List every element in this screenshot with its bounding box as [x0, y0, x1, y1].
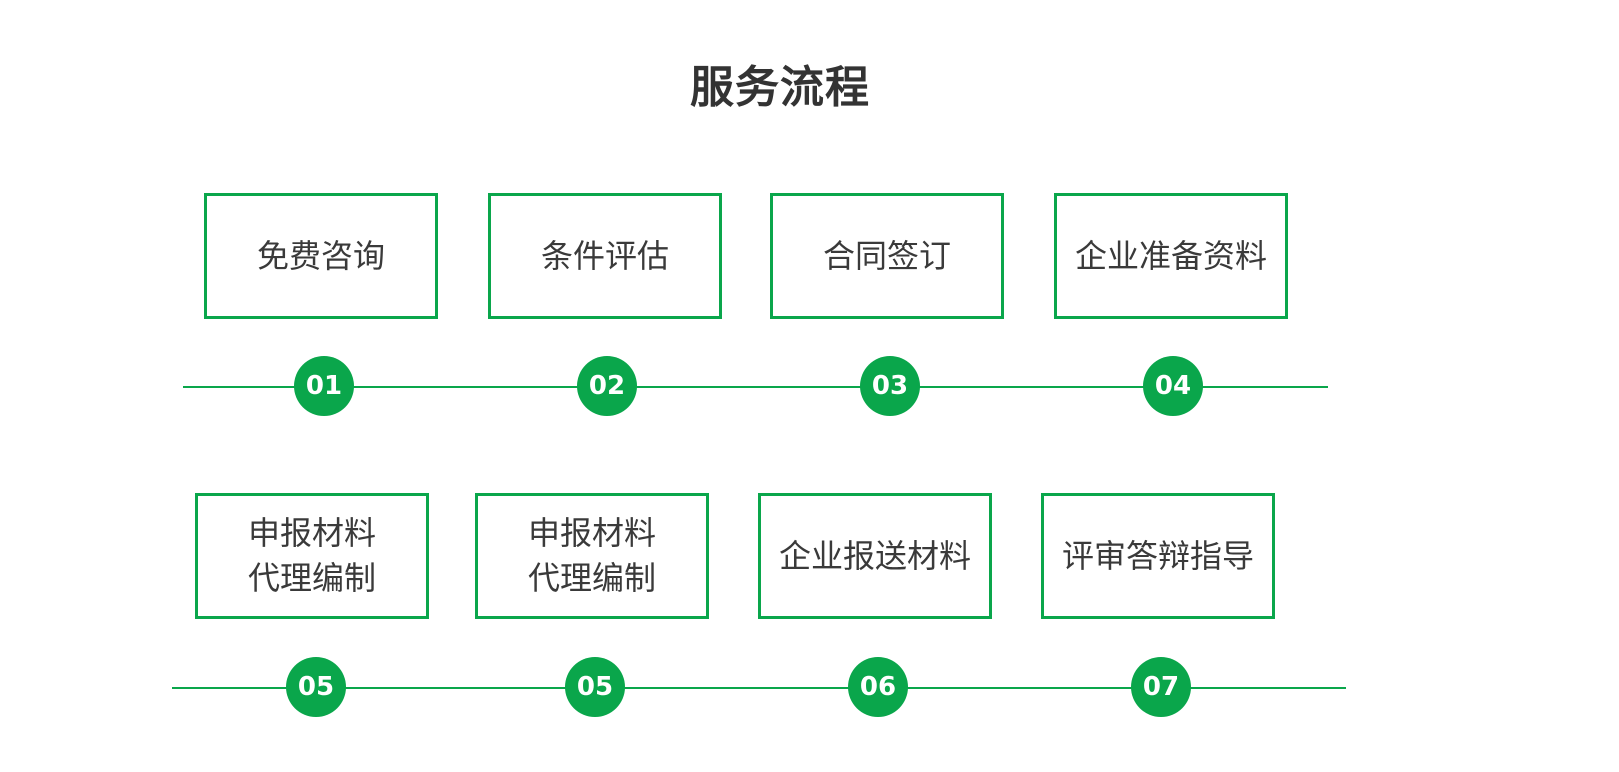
step-box-defense-guidance: 评审答辩指导 [1041, 493, 1275, 619]
section-title: 服务流程 [690, 62, 870, 113]
step-number-badge: 06 [848, 657, 908, 717]
step-number-badge: 05 [286, 657, 346, 717]
step-label: 企业报送材料 [778, 536, 971, 575]
step-box-submit-materials: 企业报送材料 [758, 493, 992, 619]
step-label: 条件评估 [540, 236, 669, 275]
step-number-badge: 07 [1131, 657, 1191, 717]
step-box-application-drafting: 申报材料 代理编制 [195, 493, 429, 619]
step-number-badge: 03 [860, 356, 920, 416]
step-box-free-consultation: 免费咨询 [204, 193, 438, 319]
step-box-application-drafting: 申报材料 代理编制 [475, 493, 709, 619]
step-label-line-2: 代理编制 [527, 559, 656, 597]
step-label: 合同签订 [822, 236, 951, 275]
step-label: 免费咨询 [256, 236, 385, 275]
step-label-line-2: 代理编制 [247, 559, 376, 597]
step-label-line-1: 申报材料 [527, 514, 656, 553]
step-label-line-1: 申报材料 [247, 514, 376, 553]
step-box-condition-assessment: 条件评估 [488, 193, 722, 319]
step-number-badge: 02 [577, 356, 637, 416]
timeline-row-2 [172, 687, 1346, 689]
step-box-prepare-materials: 企业准备资料 [1054, 193, 1288, 319]
timeline-row-1 [183, 386, 1328, 388]
step-number-badge: 04 [1143, 356, 1203, 416]
step-label: 企业准备资料 [1074, 236, 1267, 275]
step-number-badge: 05 [565, 657, 625, 717]
step-number-badge: 01 [294, 356, 354, 416]
step-box-contract-signing: 合同签订 [770, 193, 1004, 319]
step-label: 评审答辩指导 [1061, 536, 1254, 575]
